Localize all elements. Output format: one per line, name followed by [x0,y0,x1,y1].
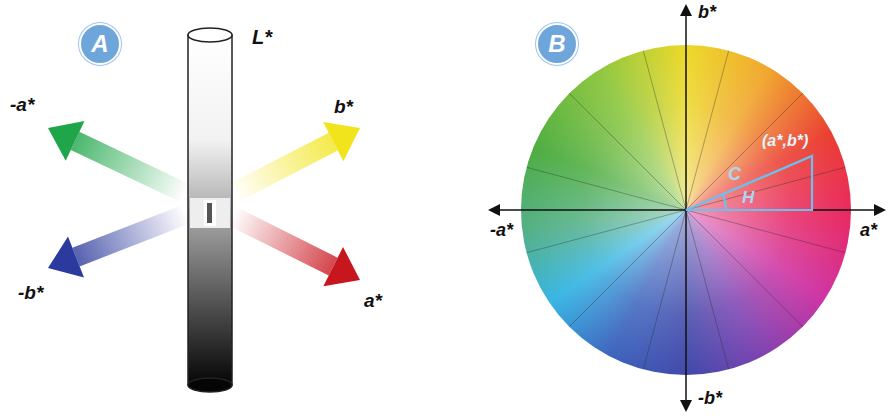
axis-arrowheads [488,4,886,412]
chroma-hue-triangle [686,156,812,210]
axis-label: b* [698,2,716,23]
axis-label: -b* [698,388,722,409]
hue-label: H [742,188,754,208]
chroma-label: C [728,164,741,185]
coordinate-label: (a*,b*) [762,132,808,150]
lightness-cylinder [188,28,232,392]
axis-label: a* [364,290,382,312]
cartesian-axes [494,10,880,406]
axis-label: b* [334,96,353,118]
panel-letter: A [91,32,108,56]
lightness-label: L* [252,26,272,49]
axis-label: -b* [18,282,43,304]
axis-label: -a* [490,220,513,241]
panel-letter: B [548,32,565,56]
panel-badge: B [536,23,578,65]
axis-label: -a* [10,94,34,116]
panel-badge: A [79,23,121,65]
axis-label: a* [860,220,877,241]
